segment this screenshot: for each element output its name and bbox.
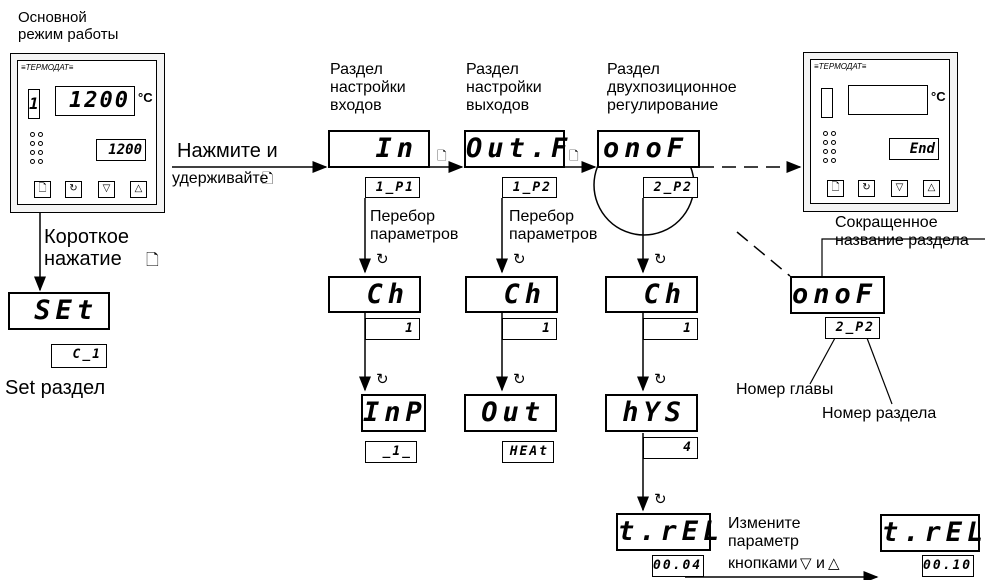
led-1: [823, 131, 828, 136]
page-button[interactable]: 🗋: [827, 180, 844, 197]
set-sub-display: C_1: [51, 344, 107, 368]
cycle-icon: ↻: [513, 370, 526, 388]
legend-code-display: onoF: [790, 276, 885, 314]
outputs-value1-display: 1: [502, 318, 557, 340]
led-3: [823, 149, 828, 154]
cycle-button[interactable]: ↻: [65, 181, 82, 198]
main-display: 1200: [55, 86, 135, 116]
onof-param2-display: hYS: [605, 394, 698, 432]
led-1b: [38, 132, 43, 137]
device-right-panel: ≡ТЕРМОДАТ≡ °C End 🗋 ↻ ▽ △: [810, 59, 950, 204]
led-2: [823, 140, 828, 145]
second-display: 1200: [96, 139, 146, 161]
led-4: [30, 159, 35, 164]
cycle-icon: ↻: [654, 250, 667, 268]
outputs-param2-display: Out: [464, 394, 557, 432]
change-param-label: Измените параметр: [728, 515, 801, 550]
inputs-param1-display: Ch: [328, 276, 421, 313]
onof-value1-display: 1: [643, 318, 698, 340]
led-3: [30, 150, 35, 155]
page-icon: 🗋: [437, 149, 447, 163]
led-2: [30, 141, 35, 146]
set-section-label: Set раздел: [5, 377, 106, 399]
led-2b: [38, 141, 43, 146]
outputs-sub-display: 1_P2: [502, 177, 557, 198]
page-icon: 🗋: [569, 149, 579, 163]
page-icon: 🗋: [262, 171, 274, 187]
params-scan-label-2: Перебор параметров: [509, 208, 598, 243]
legend-sub-display: 2_P2: [825, 317, 880, 339]
short-press-label: Короткое нажатие: [44, 226, 129, 271]
press-hold-label: Нажмите и: [177, 140, 278, 162]
cycle-icon: ↻: [376, 370, 389, 388]
down-button[interactable]: ▽: [98, 181, 115, 198]
cycle-icon: ↻: [654, 370, 667, 388]
result-value-display: 00.10: [922, 555, 974, 577]
section-inputs-label: Раздел настройки входов: [330, 61, 406, 114]
main-display: [848, 85, 928, 115]
channel-display: [821, 88, 833, 118]
led-1b: [831, 131, 836, 136]
chapter-no-label: Номер главы: [736, 381, 834, 398]
and-label: и: [816, 555, 825, 572]
led-4: [823, 158, 828, 163]
channel-display: 1: [28, 89, 40, 119]
unit-label: °C: [138, 90, 153, 105]
onof-value2-display: 4: [643, 437, 698, 459]
cycle-icon: ↻: [654, 490, 667, 508]
params-scan-label-1: Перебор параметров: [370, 208, 459, 243]
onof-param3-display: t.rEL: [616, 513, 719, 551]
section-onof-label: Раздел двухпозиционное регулирование: [607, 61, 737, 114]
led-4b: [831, 158, 836, 163]
outputs-display: Out.F: [464, 130, 567, 168]
section-no-label: Номер раздела: [822, 405, 937, 422]
press-hold-label-2: удерживайте: [172, 170, 269, 187]
up-button[interactable]: △: [923, 180, 940, 197]
inputs-value2-display: _1_: [365, 441, 417, 463]
led-4b: [38, 159, 43, 164]
led-3b: [831, 149, 836, 154]
device-right: ≡ТЕРМОДАТ≡ °C End 🗋 ↻ ▽ △: [803, 52, 958, 212]
led-1: [30, 132, 35, 137]
device-left-panel: ≡ТЕРМОДАТ≡ 1 1200 °C 1200 🗋 ↻ ▽ △: [17, 60, 157, 205]
up-button[interactable]: △: [130, 181, 147, 198]
inputs-param2-display: InP: [361, 394, 426, 432]
outputs-param1-display: Ch: [465, 276, 558, 313]
outputs-value2-display: HEAt: [502, 441, 554, 463]
short-name-label: Сокращенное название раздела: [835, 214, 969, 249]
page-button[interactable]: 🗋: [34, 181, 51, 198]
down-triangle-icon: ▽: [800, 554, 812, 572]
cycle-button[interactable]: ↻: [858, 180, 875, 197]
section-outputs-label: Раздел настройки выходов: [466, 61, 542, 114]
onof-display: onoF: [597, 130, 700, 168]
onof-sub-display: 2_P2: [643, 177, 698, 198]
up-triangle-icon: △: [828, 554, 840, 572]
inputs-value1-display: 1: [365, 318, 420, 340]
led-3b: [38, 150, 43, 155]
onof-param1-display: Ch: [605, 276, 698, 313]
onof-value3-display: 00.04: [652, 555, 704, 577]
device-left: ≡ТЕРМОДАТ≡ 1 1200 °C 1200 🗋 ↻ ▽ △: [10, 53, 165, 213]
brand-logo: ≡ТЕРМОДАТ≡: [814, 62, 867, 71]
inputs-sub-display: 1_P1: [365, 177, 420, 198]
down-button[interactable]: ▽: [891, 180, 908, 197]
result-display: t.rEL: [880, 514, 983, 552]
set-display: SEt: [8, 292, 110, 330]
cycle-icon: ↻: [376, 250, 389, 268]
second-display: End: [889, 138, 939, 160]
main-mode-label: Основной режим работы: [18, 9, 119, 43]
buttons-label: кнопками: [728, 555, 798, 572]
led-2b: [831, 140, 836, 145]
page-icon: 🗋: [146, 250, 159, 269]
unit-label: °C: [931, 89, 946, 104]
inputs-display: In: [328, 130, 430, 168]
cycle-icon: ↻: [513, 250, 526, 268]
brand-logo: ≡ТЕРМОДАТ≡: [21, 63, 74, 72]
